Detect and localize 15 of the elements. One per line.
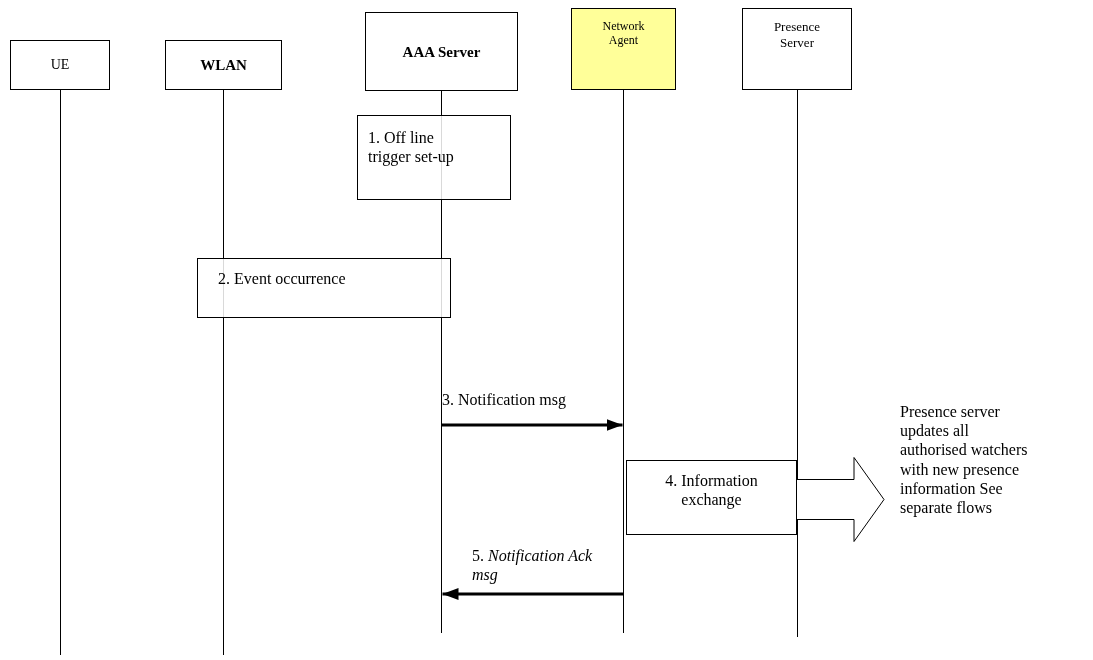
edge-label: 3. Notification msg (442, 390, 566, 410)
block-arrow (796, 457, 885, 542)
node-label: Network Agent (601, 19, 646, 48)
process-box (626, 460, 797, 535)
message-arrow (441, 419, 623, 431)
node-label: 2. Event occurrence (218, 269, 346, 289)
node-label: WLAN (200, 56, 247, 74)
node-label: UE (50, 56, 70, 74)
node-label: 4. Information exchange (664, 471, 759, 510)
node-label: AAA Server (402, 42, 481, 61)
process-box (197, 258, 451, 318)
node-label: 1. Off line trigger set-up (368, 128, 455, 167)
node-label: Presence server updates all authorised watchers with new presence information See separate flows (900, 402, 1028, 518)
message-arrow (442, 588, 624, 600)
node-label: Presence Server (772, 19, 822, 51)
